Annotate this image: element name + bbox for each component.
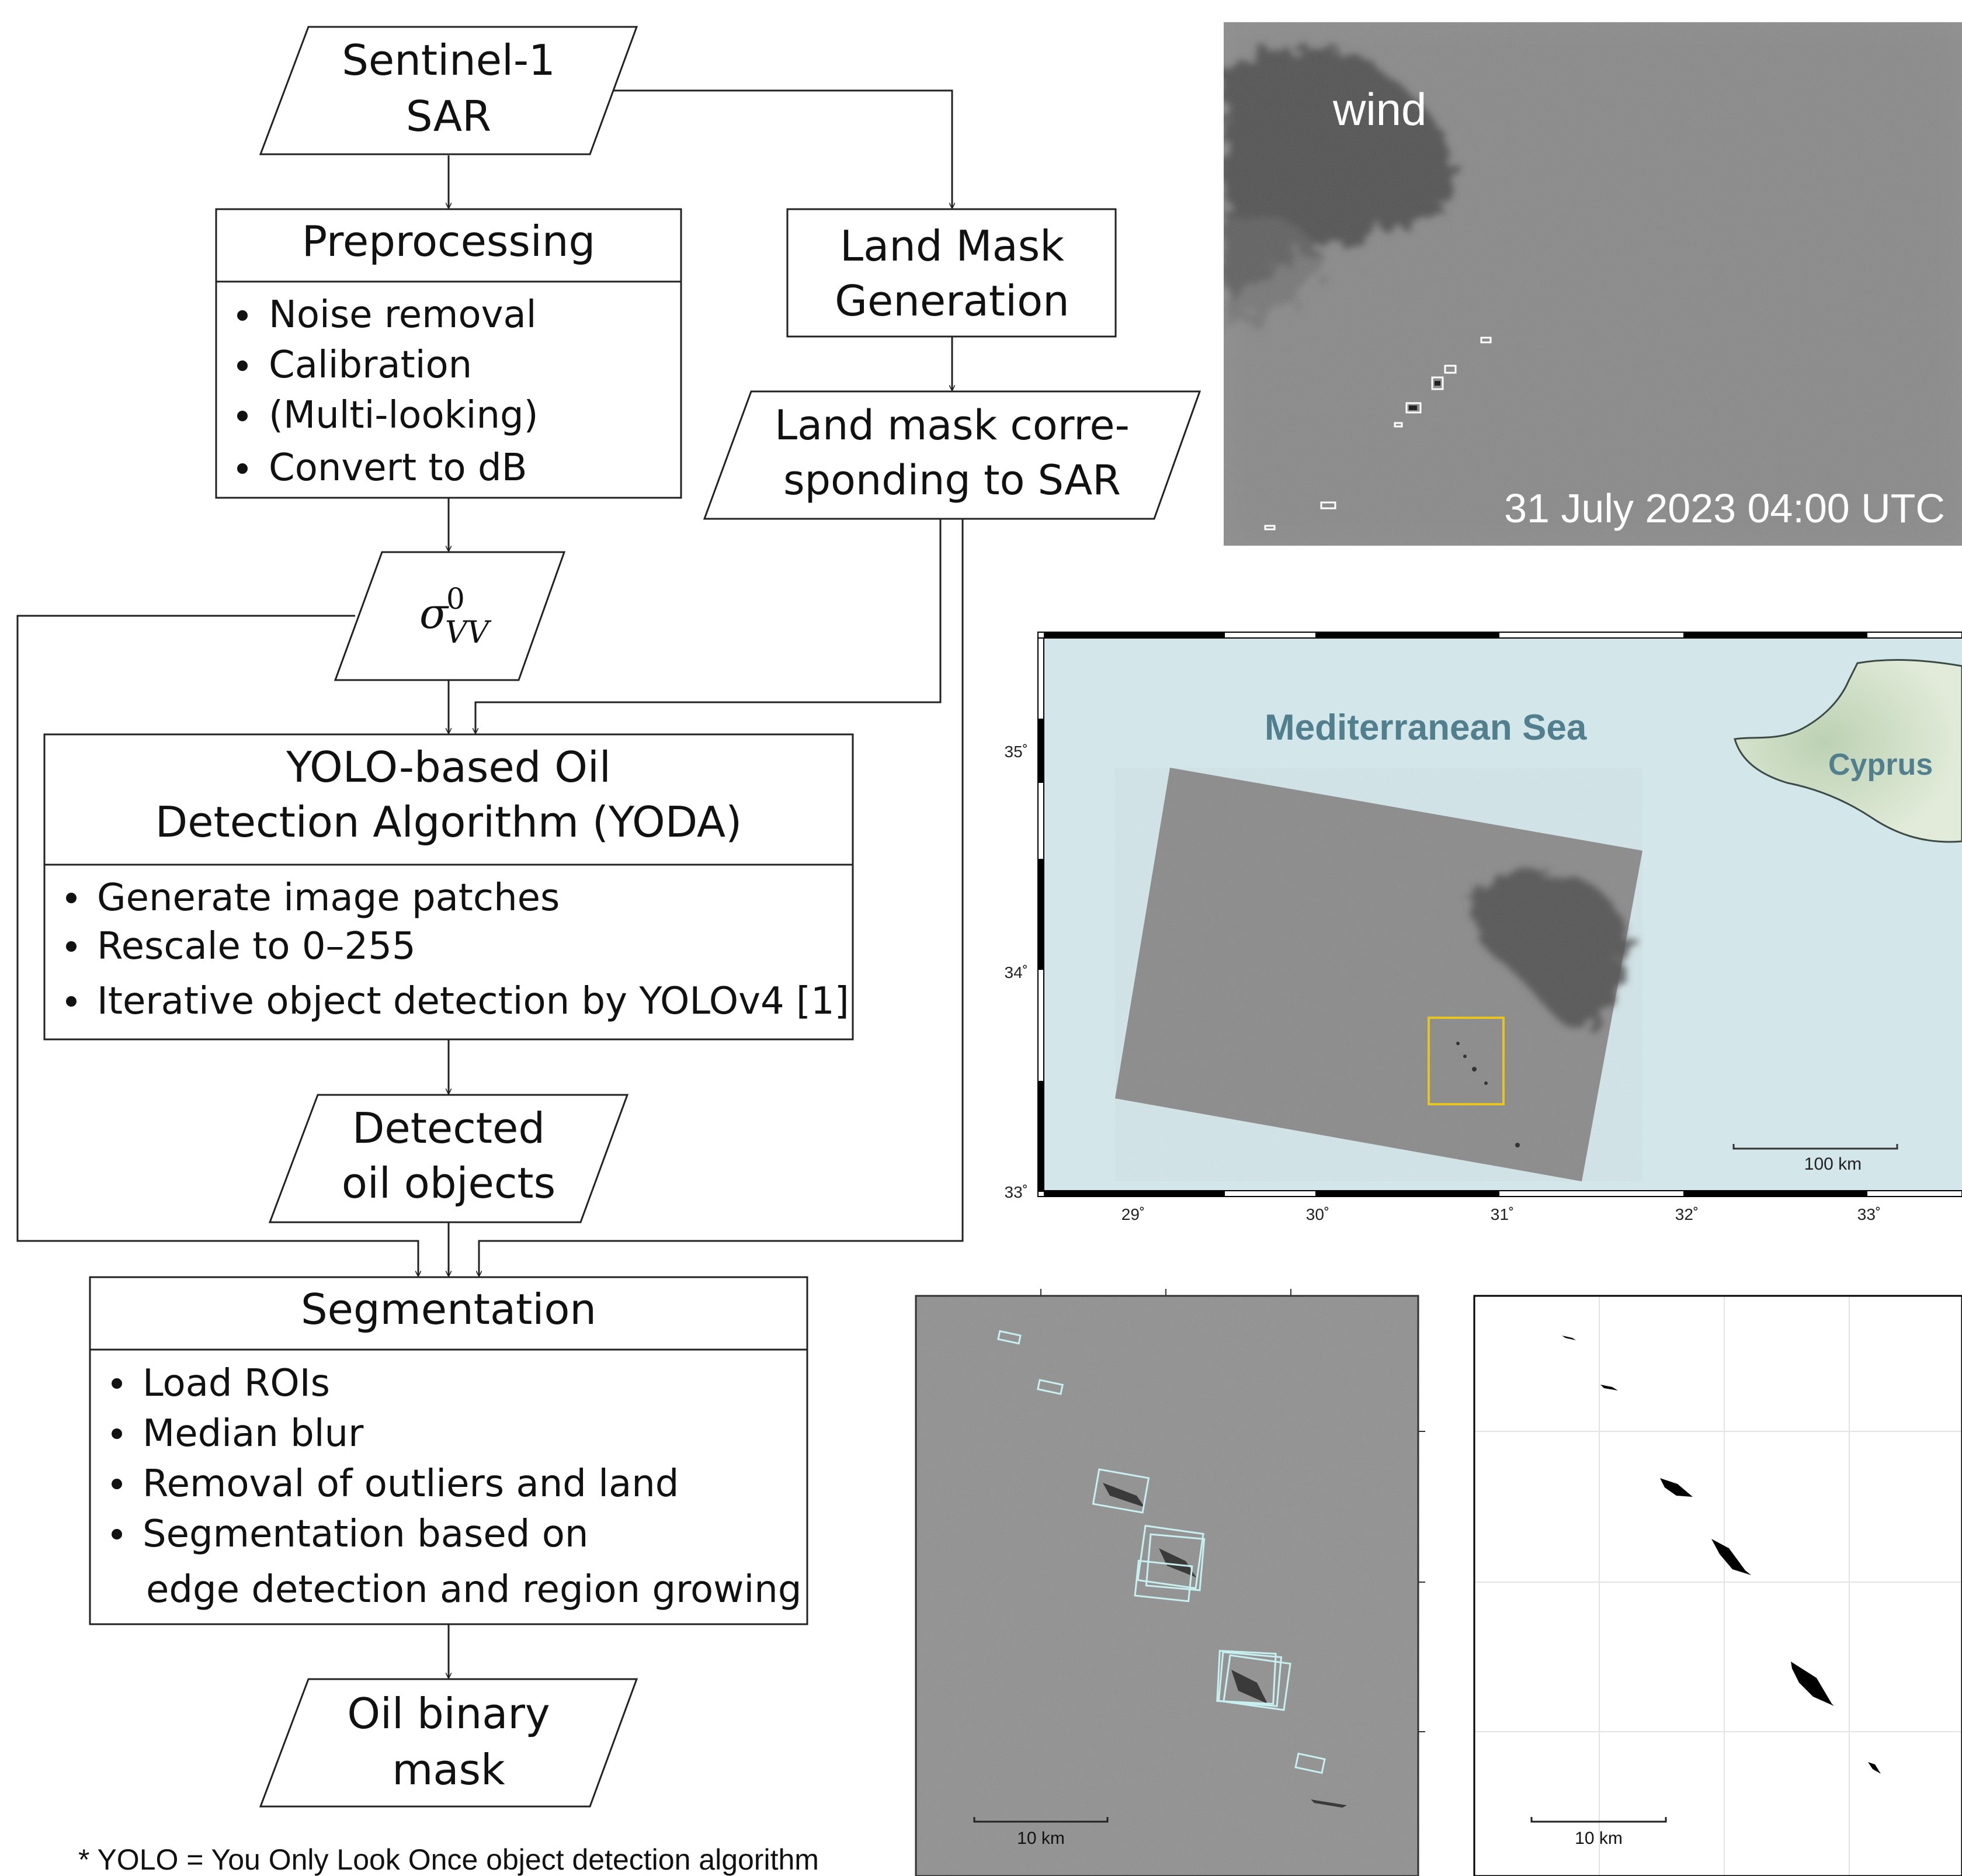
- oil-binary-mask-node: Oil binary mask: [259, 1678, 638, 1808]
- lon-tick-label: 30˚: [1306, 1205, 1329, 1223]
- map-scale-label: 100 km: [1804, 1154, 1862, 1174]
- detected-oil-objects-node: Detected oil objects: [268, 1094, 629, 1223]
- detail-ticks: [1040, 1289, 1425, 1732]
- sentinel-sar-node: Sentinel-1 SAR: [259, 26, 638, 155]
- land-mask-out-line-1: Land mask corre-: [775, 401, 1130, 449]
- yoda-item: Rescale to 0–255: [97, 925, 416, 968]
- detected-line-1: Detected: [352, 1104, 545, 1153]
- lon-tick-label: 31˚: [1491, 1205, 1514, 1223]
- detection-detail-panel: 10 km: [915, 1289, 1425, 1876]
- sentinel-line-2: SAR: [406, 92, 491, 141]
- map-frame: [1037, 632, 1962, 1197]
- sigma-superscript: 0: [446, 582, 465, 616]
- wind-label: wind: [1332, 84, 1426, 135]
- mask-oil-shapes: [1562, 1336, 1881, 1774]
- segmentation-node: Segmentation Load ROIs Median blur Remov…: [89, 1276, 808, 1625]
- lon-tick-label: 33˚: [1857, 1205, 1881, 1223]
- sar-detection-boxes: [1264, 337, 1492, 530]
- sar-oil-slicks: [1409, 381, 1440, 410]
- detail-detection-boxes: [997, 1330, 1326, 1774]
- flowchart: Sentinel-1 SAR Preprocessing Noise remov…: [16, 26, 1201, 1876]
- land-mask-gen-line-1: Land Mask: [840, 221, 1064, 271]
- preprocessing-item: Noise removal: [269, 293, 537, 337]
- segmentation-item: Load ROIs: [143, 1362, 330, 1405]
- land-mask-gen-line-2: Generation: [835, 276, 1069, 325]
- binary-mask-panel: 10 km: [1473, 1295, 1962, 1876]
- land-mask-generation-node: Land Mask Generation: [786, 208, 1117, 338]
- detected-line-2: oil objects: [342, 1159, 555, 1208]
- detail-scale-bar: [973, 1817, 1109, 1823]
- segmentation-item: Segmentation based on: [143, 1513, 588, 1556]
- segmentation-item-continuation: edge detection and region growing: [146, 1568, 801, 1611]
- map-scale-bar: [1732, 1144, 1898, 1150]
- cyprus-land: [1734, 659, 1962, 843]
- footnote: * YOLO = You Only Look Once object detec…: [78, 1843, 819, 1876]
- yoda-item: Iterative object detection by YOLOv4 [1]: [97, 980, 849, 1023]
- sigma-subscript: VV: [445, 615, 492, 650]
- flow-connectors: [16, 89, 964, 1678]
- yoda-title-line-1: YOLO-based Oil: [286, 743, 611, 792]
- preprocessing-item: (Multi-looking): [269, 394, 539, 437]
- sigma-symbol: σ: [419, 589, 449, 638]
- sentinel-line-1: Sentinel-1: [342, 36, 555, 85]
- lat-tick-label: 34˚: [1005, 963, 1028, 982]
- binary-line-2: mask: [392, 1745, 505, 1794]
- preprocessing-title: Preprocessing: [302, 217, 596, 266]
- segmentation-title: Segmentation: [301, 1285, 596, 1334]
- preprocessing-node: Preprocessing Noise removal Calibration …: [215, 208, 682, 499]
- lat-tick-label: 35˚: [1005, 743, 1028, 761]
- lat-tick-label: 33˚: [1005, 1183, 1028, 1201]
- sar-timestamp: 31 July 2023 04:00 UTC: [1504, 486, 1945, 531]
- segmentation-item: Median blur: [143, 1412, 364, 1455]
- lon-tick-label: 29˚: [1121, 1205, 1145, 1223]
- sar-image-panel: wind 31 July 2023 04:00 UTC: [1224, 22, 1962, 546]
- sea-label: Mediterranean Sea: [1265, 708, 1587, 748]
- segmentation-item: Removal of outliers and land: [143, 1462, 679, 1506]
- mask-scale-label: 10 km: [1575, 1829, 1623, 1848]
- land-mask-out-line-2: sponding to SAR: [783, 456, 1121, 504]
- yoda-item: Generate image patches: [97, 876, 560, 920]
- yoda-title-line-2: Detection Algorithm (YODA): [155, 797, 742, 847]
- preprocessing-item: Calibration: [269, 344, 472, 387]
- preprocessing-item: Convert to dB: [269, 446, 527, 490]
- location-map-panel: Mediterranean Sea Cyprus 100 km 35˚ 34˚ …: [1005, 632, 1962, 1223]
- mask-scale-bar: [1530, 1817, 1667, 1823]
- yoda-node: YOLO-based Oil Detection Algorithm (YODA…: [43, 733, 854, 1041]
- mask-grid: [1474, 1296, 1962, 1876]
- sigma-vv-node: σ 0 VV: [334, 551, 566, 681]
- lon-tick-label: 32˚: [1675, 1205, 1699, 1223]
- sar-footprint: [1115, 768, 1642, 1181]
- cyprus-label: Cyprus: [1828, 748, 1933, 782]
- detail-scale-label: 10 km: [1017, 1829, 1065, 1848]
- region-of-interest-box: [1428, 1017, 1505, 1105]
- land-mask-output-node: Land mask corre- sponding to SAR: [703, 390, 1201, 520]
- detail-oil-slicks: [1103, 1483, 1347, 1808]
- binary-line-1: Oil binary: [347, 1689, 550, 1738]
